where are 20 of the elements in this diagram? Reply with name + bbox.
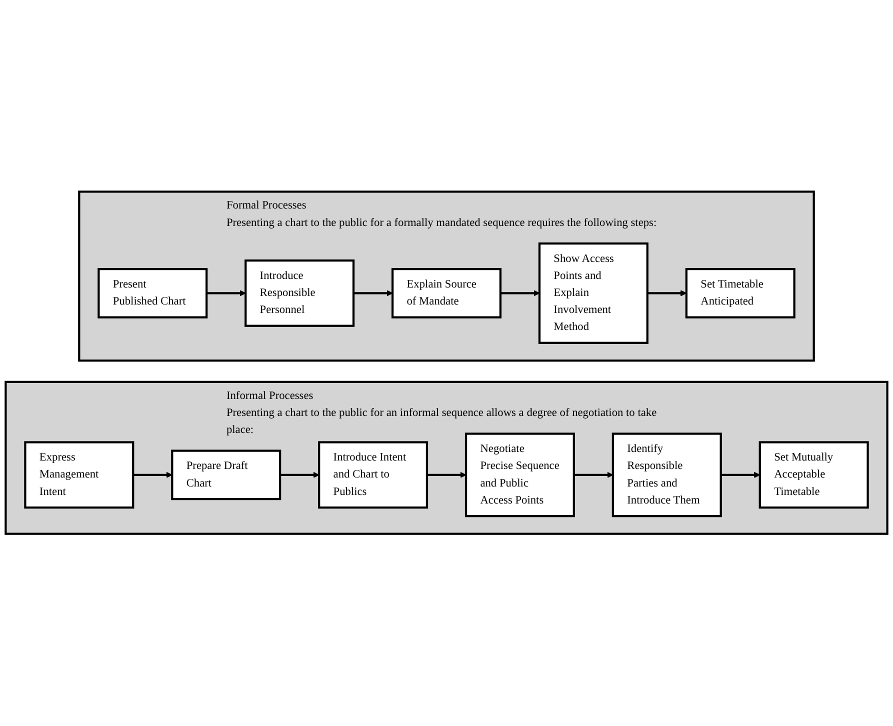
- node-box: Set Timetable Anticipated: [685, 268, 796, 319]
- node-box: Prepare Draft Chart: [171, 450, 282, 500]
- node-box: Identify Responsible Parties and Introduce Them: [612, 432, 722, 518]
- arrow: [354, 290, 393, 297]
- arrow: [647, 290, 687, 297]
- arrow: [426, 472, 466, 478]
- node-box: Show Access Points and Explain Involvement Method: [538, 242, 648, 344]
- arrow: [133, 472, 172, 478]
- node-box: Negotiate Precise Sequence and Public Access Points: [464, 432, 575, 518]
- arrow: [720, 472, 760, 478]
- node-box: Introduce Intent and Chart to Publics: [318, 441, 428, 509]
- node-box: Present Published Chart: [98, 268, 208, 319]
- node-box: Introduce Responsible Personnel: [244, 260, 355, 328]
- arrow: [500, 290, 540, 297]
- node-box: Set Mutually Acceptable Timetable: [758, 441, 869, 509]
- node-box: Explain Source of Mandate: [391, 268, 502, 319]
- arrow: [574, 472, 614, 478]
- node-box: Express Management Intent: [24, 441, 134, 509]
- arrow: [280, 472, 320, 478]
- arrow: [206, 290, 246, 297]
